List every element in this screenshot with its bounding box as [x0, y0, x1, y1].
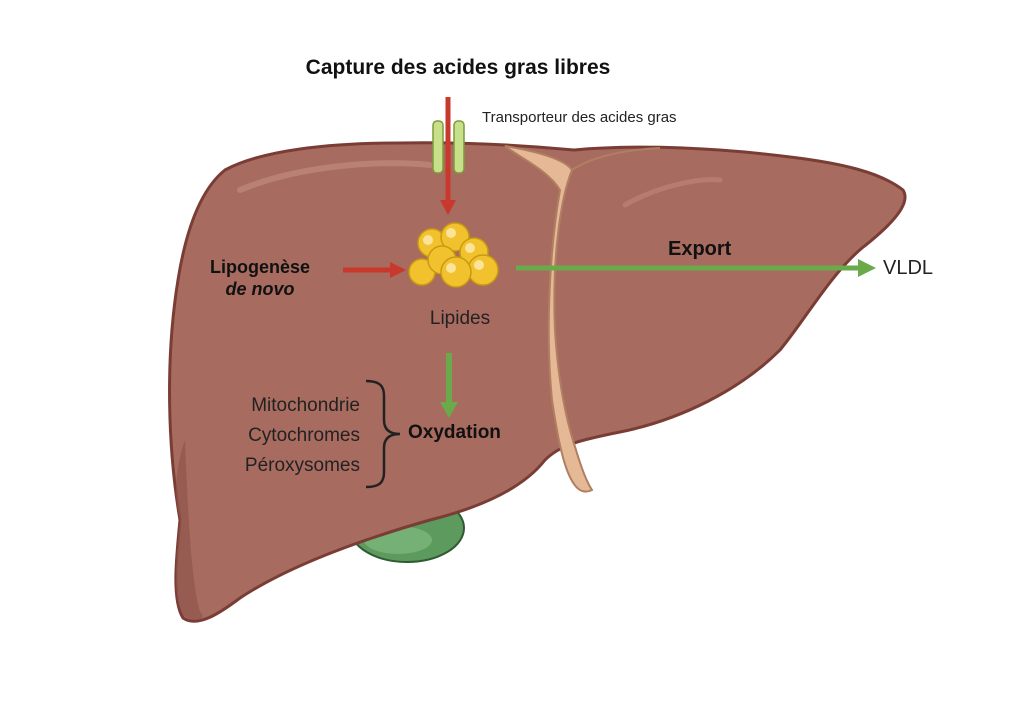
- lipogenesis-label-line1: Lipogenèse: [209, 257, 311, 277]
- lipogenesis-arrow: [343, 262, 406, 278]
- brace-icon: [365, 379, 401, 489]
- export-label: Export: [668, 238, 732, 260]
- vldl-label: VLDL: [883, 257, 934, 279]
- lipid-droplets-icon: [408, 222, 499, 288]
- organelle-mitochondria: Mitochondrie: [251, 395, 360, 416]
- organelle-cytochromes: Cytochromes: [248, 425, 360, 446]
- lipogenesis-label-line2: de novo: [225, 279, 295, 299]
- transporter-label: Transporteur des acides gras: [482, 109, 677, 126]
- export-arrow: [516, 259, 876, 277]
- organelle-peroxisomes: Péroxysomes: [244, 455, 360, 476]
- oxidation-label: Oxydation: [408, 422, 501, 443]
- uptake-arrow: [440, 97, 456, 215]
- lipids-label: Lipides: [429, 308, 491, 329]
- organelle-list: Mitochondrie Cytochromes Péroxysomes: [200, 391, 360, 481]
- liver-icon: [168, 141, 907, 623]
- oxidation-arrow: [440, 353, 458, 418]
- page-title: Capture des acides gras libres: [305, 56, 611, 79]
- fatty-acid-transporter-icon: [432, 120, 465, 174]
- lipogenesis-label: Lipogenèse de novo: [190, 256, 330, 300]
